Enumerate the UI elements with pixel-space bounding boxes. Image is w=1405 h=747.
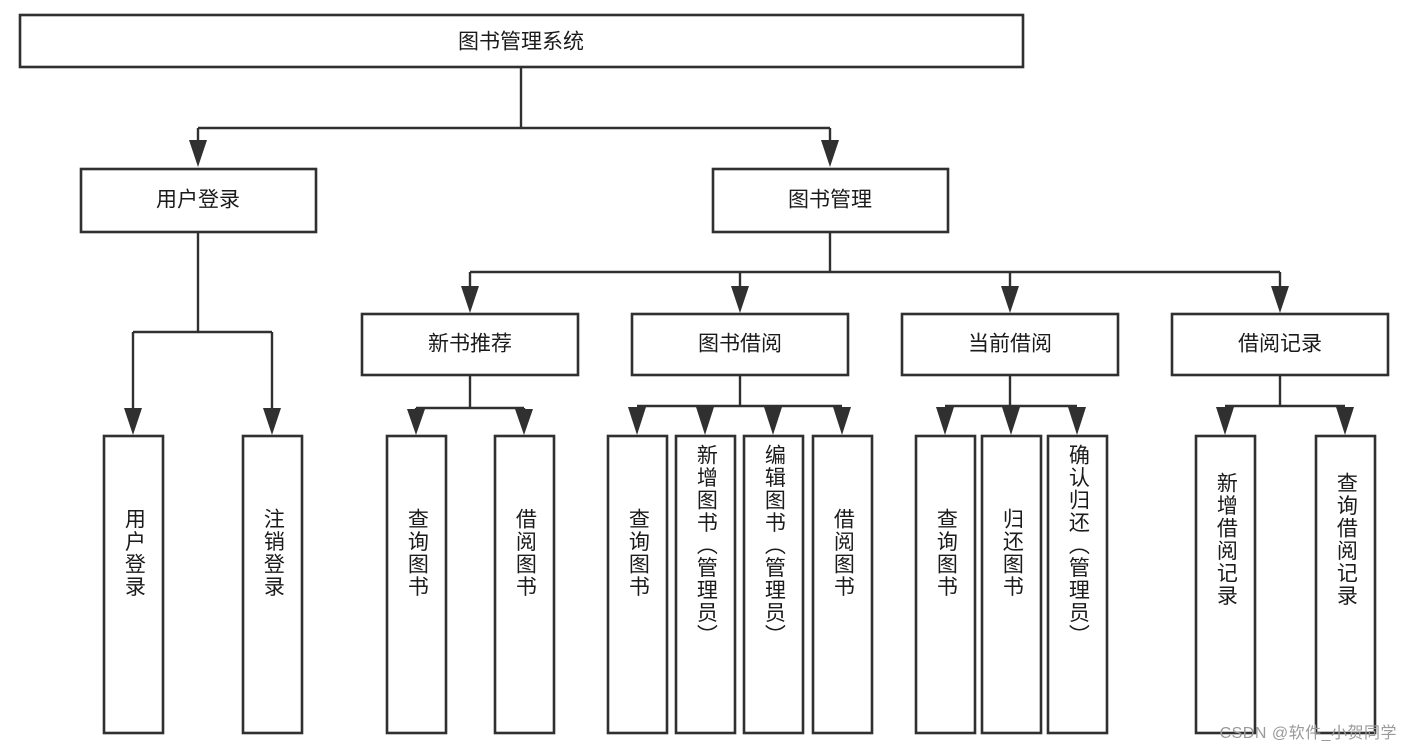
leaf-box-bb-edit-book[interactable] [742, 434, 805, 735]
node-book-management[interactable]: 图书管理 [711, 167, 950, 234]
node-user-login[interactable]: 用户登录 [79, 167, 318, 234]
node-book-management-box[interactable] [711, 167, 950, 234]
arrow-head-user-login [189, 140, 207, 167]
arrow-head-leaf-logout [263, 408, 281, 435]
leaf-box-nb-query-book[interactable] [385, 434, 448, 735]
node-new-book-recommend-box[interactable] [360, 312, 580, 377]
arrow-head-borrow-record-leaf-2 [1336, 407, 1354, 435]
csdn-watermark: CSDN @软件_小贺同学 [1219, 725, 1397, 742]
leaf-box-nb-borrow-book[interactable] [493, 434, 556, 735]
node-root-label: 图书管理系统 [458, 31, 584, 54]
leaf-box-bb-query-book[interactable] [606, 434, 669, 735]
leaf-box-cb-return-book[interactable] [980, 434, 1043, 735]
node-book-borrow-label: 图书借阅 [698, 333, 782, 356]
node-current-borrow-box[interactable] [900, 312, 1120, 377]
connector-layer [124, 68, 1354, 435]
arrow-head-new-book-leaf-1 [407, 409, 425, 435]
leaf-box-br-query-record[interactable] [1314, 434, 1377, 735]
node-new-book-recommend-label: 新书推荐 [428, 333, 512, 356]
leaf-box-user-login[interactable] [102, 434, 165, 735]
arrow-head-new-book-leaf-2 [515, 409, 533, 435]
arrow-head-book-borrow [731, 286, 749, 313]
leaf-box-bb-add-book[interactable] [674, 434, 737, 735]
node-root-box[interactable] [18, 13, 1025, 69]
node-borrow-record-label: 借阅记录 [1238, 333, 1322, 356]
node-book-borrow[interactable]: 图书借阅 [630, 312, 850, 377]
arrow-head-current-borrow [1001, 286, 1019, 313]
leaf-box-bb-borrow-book[interactable] [811, 434, 874, 735]
leaf-box-cb-confirm-return[interactable] [1046, 434, 1109, 735]
arrow-head-new-book [461, 286, 479, 313]
node-borrow-record-box[interactable] [1170, 312, 1390, 377]
arrow-head-book-borrow-leaf-4 [833, 407, 851, 435]
leaf-boxes-layer [102, 434, 1377, 735]
arrow-head-borrow-record [1271, 286, 1289, 313]
node-current-borrow-label: 当前借阅 [968, 333, 1052, 356]
leaf-box-cb-query-book[interactable] [914, 434, 977, 735]
arrow-head-borrow-record-leaf-1 [1216, 407, 1234, 435]
node-root[interactable]: 图书管理系统 [18, 13, 1025, 69]
node-user-login-label: 用户登录 [156, 189, 240, 212]
arrow-head-book-mgmt [821, 140, 839, 167]
node-user-login-box[interactable] [79, 167, 318, 234]
leaf-box-br-add-record[interactable] [1194, 434, 1257, 735]
node-current-borrow[interactable]: 当前借阅 [900, 312, 1120, 377]
node-book-borrow-box[interactable] [630, 312, 850, 377]
node-borrow-record[interactable]: 借阅记录 [1170, 312, 1390, 377]
arrow-head-current-borrow-leaf-3 [1068, 407, 1086, 435]
arrow-head-leaf-user-login [124, 408, 142, 435]
leaf-box-logout[interactable] [241, 434, 304, 735]
arrow-head-book-borrow-leaf-3 [764, 407, 782, 435]
arrow-head-current-borrow-leaf-2 [1002, 407, 1020, 435]
arrow-head-book-borrow-leaf-2 [696, 407, 714, 435]
arrow-head-current-borrow-leaf-1 [936, 407, 954, 435]
node-new-book-recommend[interactable]: 新书推荐 [360, 312, 580, 377]
node-book-management-label: 图书管理 [788, 189, 872, 212]
arrow-head-book-borrow-leaf-1 [628, 407, 646, 435]
